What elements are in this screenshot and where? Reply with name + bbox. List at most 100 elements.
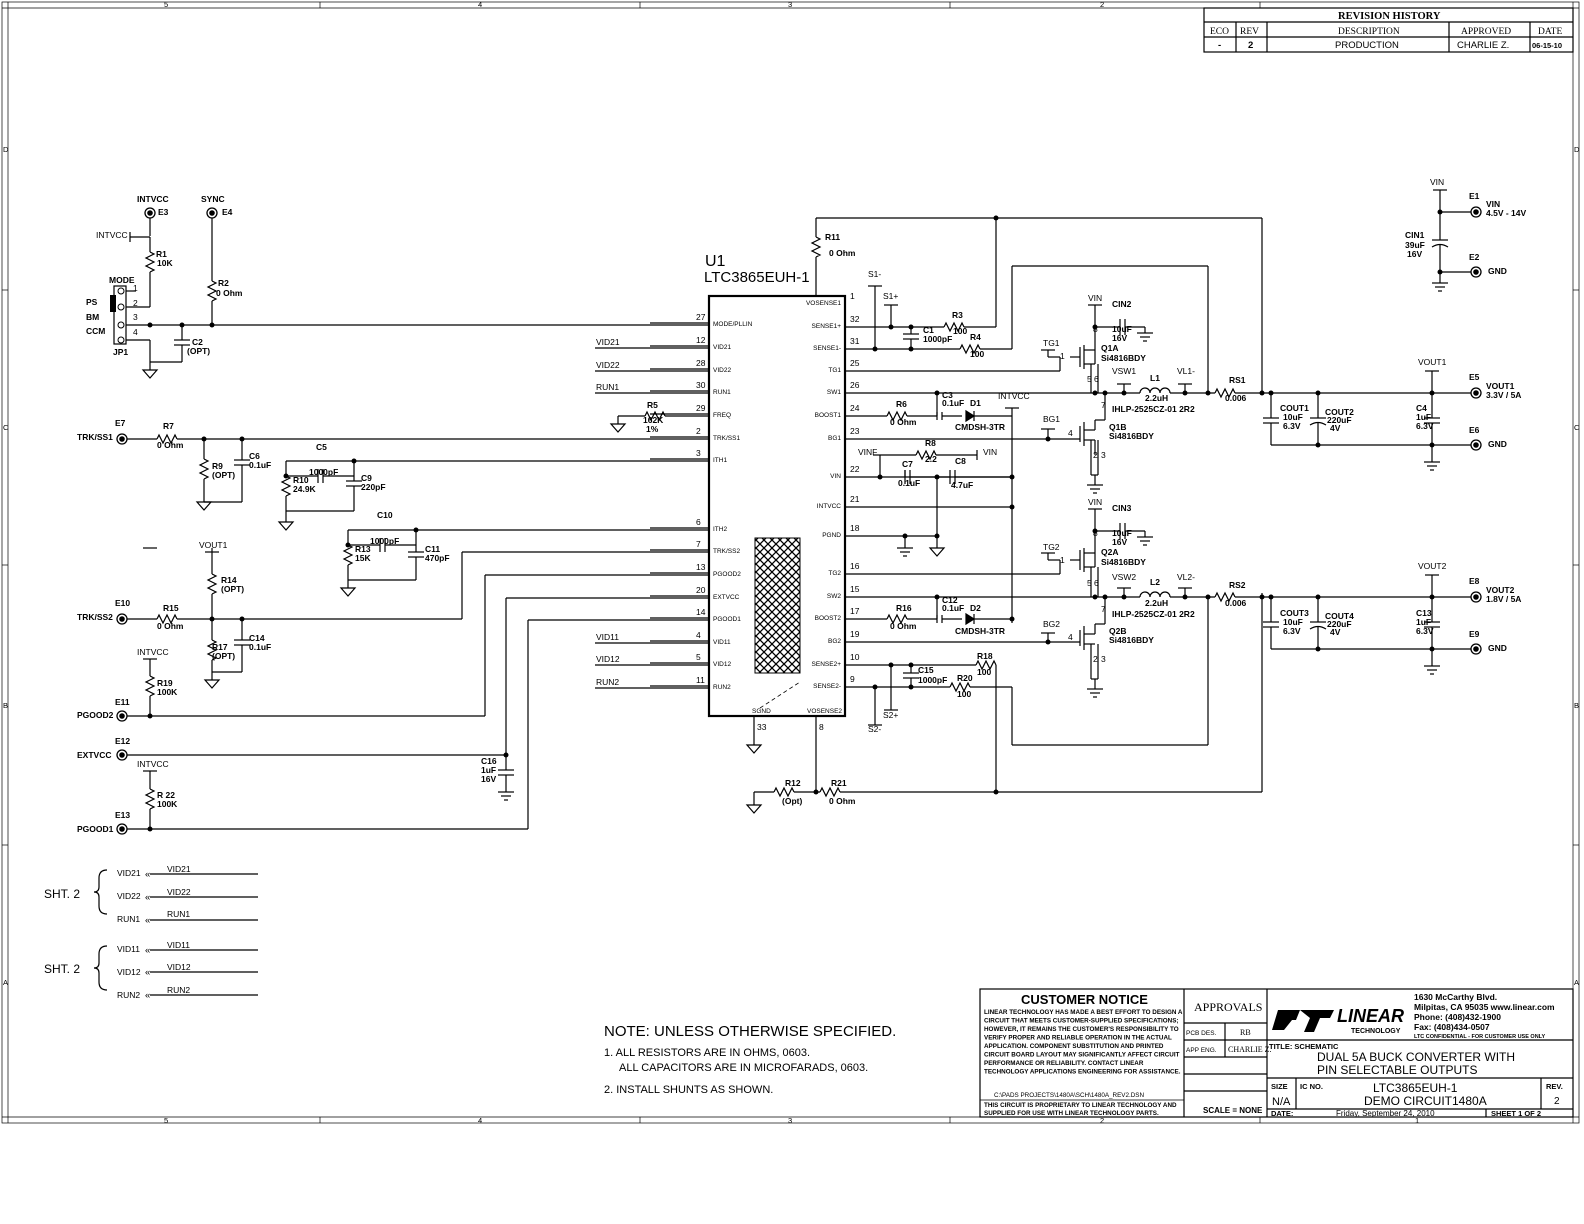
terminal-e10	[116, 613, 128, 625]
component-label: 0 Ohm	[890, 621, 917, 631]
u1-pin-name: SENSE1+	[812, 323, 842, 330]
border-right-d: D	[1574, 145, 1580, 154]
component-label: L2	[1150, 577, 1160, 587]
component-label: 1	[133, 283, 138, 293]
u1-pin-number: 16	[850, 561, 860, 571]
rev-header-description: DESCRIPTION	[1338, 27, 1400, 37]
component-label: VID11	[117, 944, 140, 954]
component-label: R17	[212, 642, 228, 652]
component-label: VL1-	[1177, 366, 1195, 376]
u1-pin-number: 21	[850, 494, 860, 504]
u1-pin-name: VOSENSE2	[807, 708, 842, 715]
component-label: GND	[1488, 266, 1507, 276]
svg-text:«: «	[145, 967, 150, 978]
component-label: C2	[192, 337, 203, 347]
component-label: (OPT)	[212, 651, 235, 661]
terminal-e5	[1470, 387, 1482, 399]
svg-text:«: «	[145, 945, 150, 956]
u1-pin-name: SENSE2+	[812, 661, 842, 668]
component-label: R4	[970, 332, 981, 342]
off-page-arrows: ««« «««	[145, 869, 150, 1001]
component-label: 10uF	[1283, 412, 1303, 422]
component-label: 10uF	[1283, 617, 1303, 627]
u1-pin-number: 33	[757, 722, 767, 732]
u1-pin-name: PGOOD2	[713, 571, 741, 578]
proprietary-line-2: SUPPLIED FOR USE WITH LINEAR TECHNOLOGY …	[984, 1110, 1159, 1117]
u1-pin-number: 9	[850, 674, 855, 684]
linear-technology-logo: LINEAR TECHNOLOGY	[1272, 1006, 1404, 1035]
component-label: 6.3V	[1416, 421, 1434, 431]
customer-notice-line: VERIFY PROPER AND RELIABLE OPERATION IN …	[984, 1035, 1172, 1042]
component-label: VID12	[596, 654, 620, 664]
component-label: VIN	[983, 447, 997, 457]
component-label: D1	[970, 398, 981, 408]
rev-label: REV.	[1546, 1082, 1563, 1091]
component-label: R19	[157, 678, 173, 688]
component-label: RUN2	[167, 985, 190, 995]
component-label: SYNC	[201, 194, 225, 204]
component-label: Si4816BDY	[1101, 353, 1146, 363]
customer-notice-line: CIRCUIT THAT MEETS CUSTOMER-SUPPLIED SPE…	[984, 1018, 1179, 1025]
component-label: IHLP-2525CZ-01 2R2	[1112, 609, 1195, 619]
component-label: 39uF	[1405, 240, 1425, 250]
u1-pin-name: INTVCC	[817, 503, 842, 510]
u1-pin-number: 4	[696, 630, 701, 640]
component-label: R8	[925, 438, 936, 448]
u1-pin-number: 1	[850, 291, 855, 301]
u1-pin-number: 5	[696, 652, 701, 662]
transistor-pin-number: 4	[1068, 428, 1073, 438]
u1-pin-name: BG1	[828, 435, 841, 442]
size-label: SIZE	[1271, 1082, 1288, 1091]
component-label: C8	[955, 456, 966, 466]
u1-pin-number: 11	[696, 675, 705, 685]
component-label: C3	[942, 390, 953, 400]
component-label: 16V	[481, 774, 496, 784]
component-label: C10	[377, 510, 393, 520]
component-label: RUN1	[596, 382, 619, 392]
component-label: BG1	[1043, 414, 1060, 424]
terminal-e13	[116, 823, 128, 835]
u1-pin-number: 25	[850, 358, 860, 368]
date-label: DATE:	[1271, 1109, 1293, 1118]
size-value: N/A	[1272, 1096, 1291, 1108]
u1-pin-name: RUN2	[713, 684, 731, 691]
component-label: 0 Ohm	[890, 417, 917, 427]
u1-pin-number: 20	[696, 585, 706, 595]
component-label: 470pF	[425, 553, 450, 563]
component-label: E6	[1469, 425, 1480, 435]
svg-text:«: «	[145, 892, 150, 903]
transistor-pin-number: 1	[1060, 555, 1065, 565]
border-bottom-2: 2	[1100, 1116, 1104, 1125]
component-label: R13	[355, 544, 371, 554]
approvals-title: APPROVALS	[1194, 1000, 1262, 1014]
component-label: VIN	[1088, 293, 1102, 303]
component-label: R1	[156, 249, 167, 259]
customer-notice-line: TECHNOLOGY APPLICATIONS ENGINEERING FOR …	[984, 1069, 1181, 1076]
u1-pin-number: 3	[696, 448, 701, 458]
u1-pin-name: VID12	[713, 661, 731, 668]
junctions	[147, 209, 1443, 832]
u1-pin-number: 6	[696, 517, 701, 527]
component-label: 220uF	[1327, 415, 1352, 425]
component-label: R21	[831, 778, 847, 788]
customer-notice-title: CUSTOMER NOTICE	[1021, 992, 1148, 1007]
component-label: VSW1	[1112, 366, 1136, 376]
component-label: 6.3V	[1416, 626, 1434, 636]
component-label: 0 Ohm	[157, 440, 184, 450]
component-label: GND	[1488, 643, 1507, 653]
component-label: COUT1	[1280, 403, 1309, 413]
component-label: R15	[163, 603, 179, 613]
terminal-e11	[116, 710, 128, 722]
component-label: C9	[361, 473, 372, 483]
component-label: PS	[86, 297, 98, 307]
proprietary-line-1: THIS CIRCUIT IS PROPRIETARY TO LINEAR TE…	[984, 1102, 1177, 1109]
transistor-pin-number: 3	[1101, 450, 1106, 460]
component-label: 100	[957, 689, 971, 699]
u1-pin-number: 24	[850, 403, 860, 413]
component-label: 1uF	[1416, 617, 1431, 627]
component-label: R 22	[157, 790, 175, 800]
component-label: COUT4	[1325, 611, 1354, 621]
component-label: Si4816BDY	[1109, 431, 1154, 441]
u1-pin-name: VOSENSE1	[806, 300, 841, 307]
